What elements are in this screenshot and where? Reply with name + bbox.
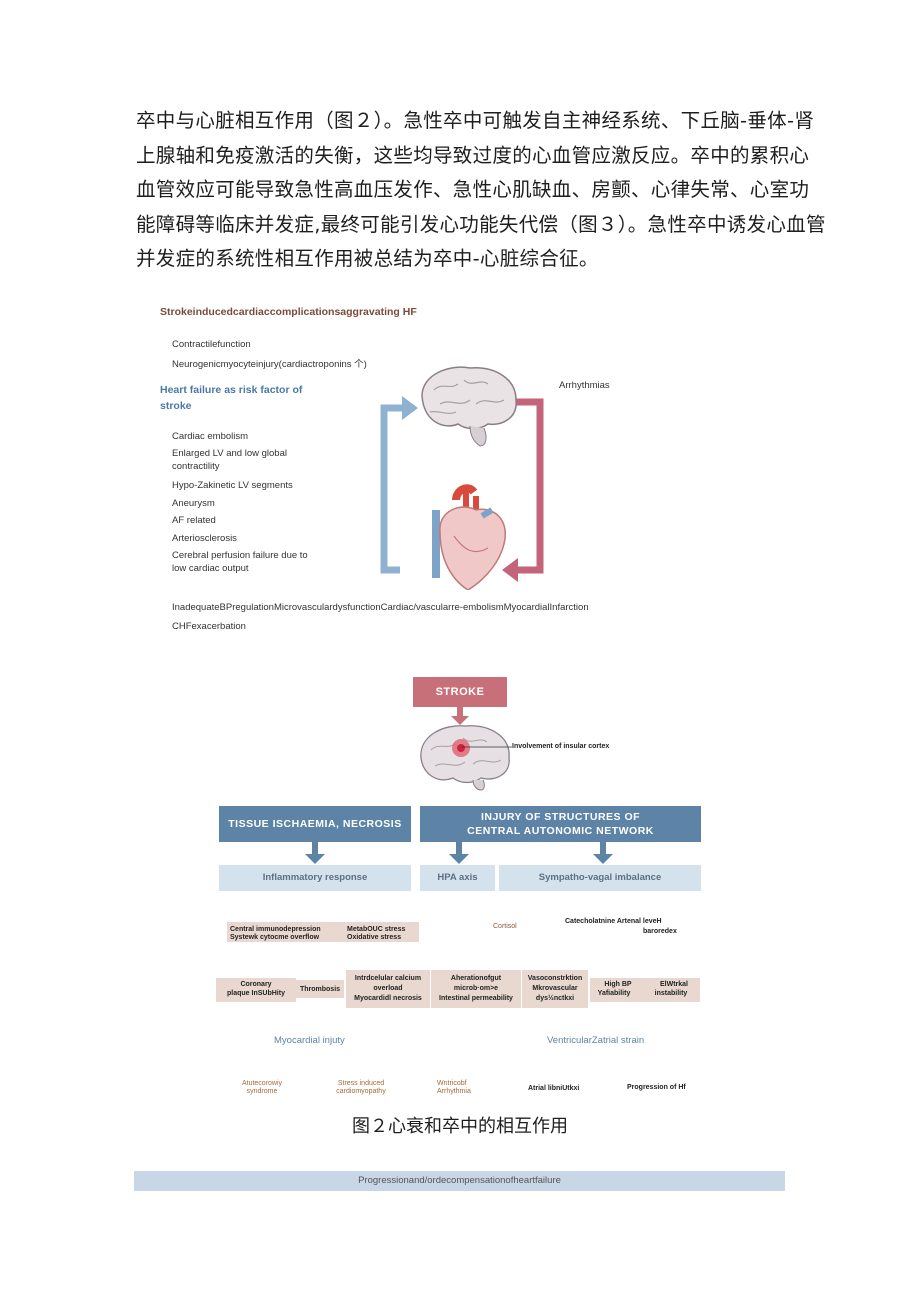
varr-line2: Arrhythmia bbox=[437, 1088, 471, 1095]
tissue-down-arrow bbox=[305, 842, 325, 864]
intra-label3: Myocardidl necrosis bbox=[354, 995, 422, 1002]
atrial-label: Atrial libniUtkxi bbox=[528, 1085, 580, 1092]
brain-heart-cycle bbox=[380, 366, 544, 590]
figure1-bottom-line: InadequateBPregulationMicrovasculardysfu… bbox=[172, 602, 589, 613]
figure1-bottom-line2: CHFexacerbation bbox=[172, 621, 246, 632]
body-paragraph: 卒中与心脏相互作用（图２）。急性卒中可触发自主神经系统、下丘脑-垂体-肾 上腺轴… bbox=[136, 104, 826, 277]
alter-label1: Aherationofgut bbox=[450, 975, 502, 982]
hf-item: Cerebral perfusion failure due to low ca… bbox=[172, 550, 308, 574]
hf-item: Enlarged LV and low global contractility bbox=[172, 448, 287, 472]
red-arrow bbox=[502, 398, 544, 582]
footer-bar: Progressionand/ordecompensationofheartfa… bbox=[134, 1171, 785, 1191]
stress-cardiomyopathy-label: Stress induced cardiomyopathy bbox=[328, 1080, 394, 1096]
stress-line1: Stress induced bbox=[337, 1080, 385, 1087]
hf-item: AF related bbox=[172, 515, 216, 526]
inflammatory-response-box: Inflammatory response bbox=[219, 865, 411, 891]
highbp-label2: Yafiability bbox=[597, 990, 631, 997]
vaso-box bbox=[522, 970, 588, 1008]
sympatho-down-arrow bbox=[593, 842, 613, 864]
alter-label3: Intestinal permeability bbox=[439, 995, 513, 1002]
vaso-label1: Vasoconstrktion bbox=[527, 975, 583, 982]
oxidative-label: Oxidative stress bbox=[347, 934, 402, 941]
stress-line2: cardiomyopathy bbox=[336, 1088, 386, 1095]
alter-label2: microb·om>e bbox=[453, 985, 499, 992]
immune-stress-box bbox=[227, 922, 419, 942]
acs-line1: Atutecorowiy bbox=[241, 1080, 283, 1087]
brain-icon bbox=[421, 366, 517, 447]
intracellular-box bbox=[346, 970, 430, 1008]
central-immuno-label: Central immunodepression bbox=[230, 926, 321, 933]
figure1-item: Neurogenicmyocyteinjury(cardiactroponins… bbox=[172, 359, 367, 370]
bp-elec-box bbox=[590, 978, 700, 1002]
hpa-down-arrow bbox=[449, 842, 469, 864]
tissue-ischaemia-box: TISSUE ISCHAEMIA, NECROSIS bbox=[219, 806, 411, 842]
insular-label: Involvement of insular cortex bbox=[512, 743, 610, 750]
injury-line2: CENTRAL AUTONOMIC NETWORK bbox=[467, 825, 654, 837]
gut-box bbox=[431, 970, 521, 1008]
acs-label: Atutecorowiy syndrome bbox=[232, 1080, 292, 1096]
ventricular-strain-label: VentricularZatrial strain bbox=[547, 1035, 645, 1046]
paragraph-line: 能障碍等临床并发症,最终可能引发心功能失代偿（图３）。急性卒中诱发心血管 bbox=[136, 212, 826, 236]
hf-item: Cardiac embolism bbox=[172, 431, 249, 442]
coronary-label1: Coronary bbox=[240, 981, 272, 988]
coronary-box bbox=[216, 978, 296, 1002]
hf-item: Arteriosclerosis bbox=[172, 533, 237, 544]
heart-icon bbox=[432, 484, 506, 590]
baroredex-label: baroredex bbox=[643, 928, 677, 935]
brain-insular-icon bbox=[420, 725, 510, 791]
hf-risk-title: Heart failure as risk factor of stroke bbox=[160, 384, 303, 412]
hf-item: Hypo-Zakinetic LV segments bbox=[172, 480, 293, 491]
sympatho-vagal-box: Sympatho-vagal imbalance bbox=[499, 865, 701, 891]
stroke-box: STROKE bbox=[413, 677, 507, 707]
coronary-label2: plaque InSUbHity bbox=[227, 990, 285, 997]
varr-line1: Wntricobf bbox=[437, 1080, 467, 1087]
progression-hf-label: Progression of Hf bbox=[627, 1084, 686, 1091]
elec-label1: ElWtrkal bbox=[659, 981, 688, 988]
ventricular-arrhythmia-label: Wntricobf Arrhythmia bbox=[437, 1080, 487, 1096]
paragraph-line: 血管效应可能导致急性高血压发作、急性心肌缺血、房颤、心律失常、心室功 bbox=[136, 178, 810, 201]
figure-caption: 图２心衰和卒中的相互作用 bbox=[352, 1116, 568, 1137]
intra-label1: Intrdcelular calcium bbox=[354, 975, 422, 982]
thrombosis-label: Thrombosis bbox=[299, 986, 341, 993]
paragraph-line: 上腺轴和免疫激活的失衡，这些均导致过度的心血管应激反应。卒中的累积心 bbox=[136, 143, 810, 167]
cortisol-label: Cortisol bbox=[493, 923, 517, 930]
blue-arrow bbox=[380, 396, 418, 574]
figure1-item: Contractilefunction bbox=[172, 339, 251, 350]
injury-structures-box: INJURY OF STRUCTURES OF CENTRAL AUTONOMI… bbox=[420, 806, 701, 842]
myocardial-injury-label: Myocardial injuty bbox=[274, 1035, 345, 1046]
acs-line2: syndrome bbox=[246, 1088, 278, 1095]
catechol-label: Catecholatnine Artenal leveH bbox=[565, 918, 662, 925]
hf-item: Aneurysm bbox=[172, 498, 215, 509]
thrombosis-box bbox=[296, 980, 344, 998]
vaso-label2: Mkrovascular bbox=[532, 985, 578, 992]
paragraph-line: 并发症的系统性相互作用被总结为卒中-心脏综合征。 bbox=[136, 247, 599, 270]
paragraph-line: 卒中与心脏相互作用（图２）。急性卒中可触发自主神经系统、下丘脑-垂体-肾 bbox=[136, 109, 815, 132]
elec-label2: instability bbox=[654, 990, 688, 997]
highbp-label1: High BP bbox=[604, 981, 632, 988]
injury-line1: INJURY OF STRUCTURES OF bbox=[480, 811, 641, 823]
figure1-title: Strokeinducedcardiaccomplicationsaggrava… bbox=[160, 306, 417, 318]
arrhythmias-label: Arrhythmias bbox=[559, 380, 610, 391]
hpa-axis-box: HPA axis bbox=[420, 865, 495, 891]
vaso-label3: dys½nctkxi bbox=[535, 995, 575, 1002]
insular-pointer-line bbox=[462, 746, 512, 748]
intra-label2: overload bbox=[373, 985, 403, 992]
stroke-down-arrow bbox=[451, 707, 469, 725]
systemic-cyto-label: Systewk cytocme overflow bbox=[230, 934, 320, 941]
metabolic-label: MetabOUC stress bbox=[347, 926, 406, 933]
